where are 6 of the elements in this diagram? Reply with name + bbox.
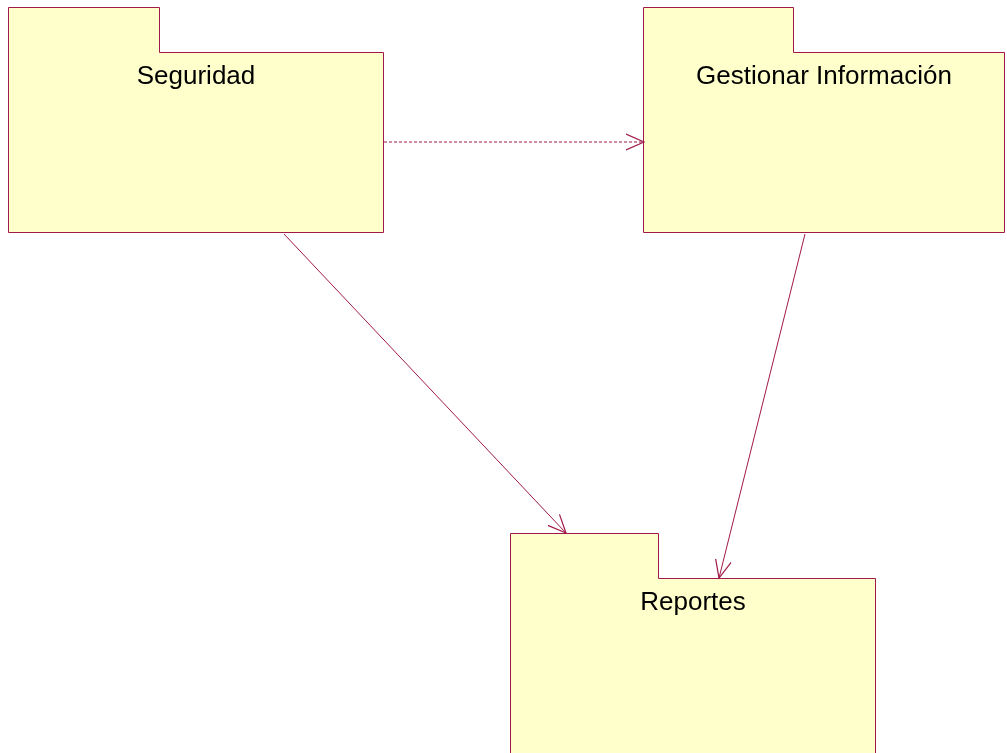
dependency-arrow: [383, 133, 645, 151]
dependency-arrow: [283, 233, 567, 534]
package-name: Reportes: [640, 586, 746, 617]
dependency-arrow: [715, 233, 806, 579]
package-name: Seguridad: [136, 60, 256, 91]
package-name: Gestionar Información: [696, 60, 952, 91]
